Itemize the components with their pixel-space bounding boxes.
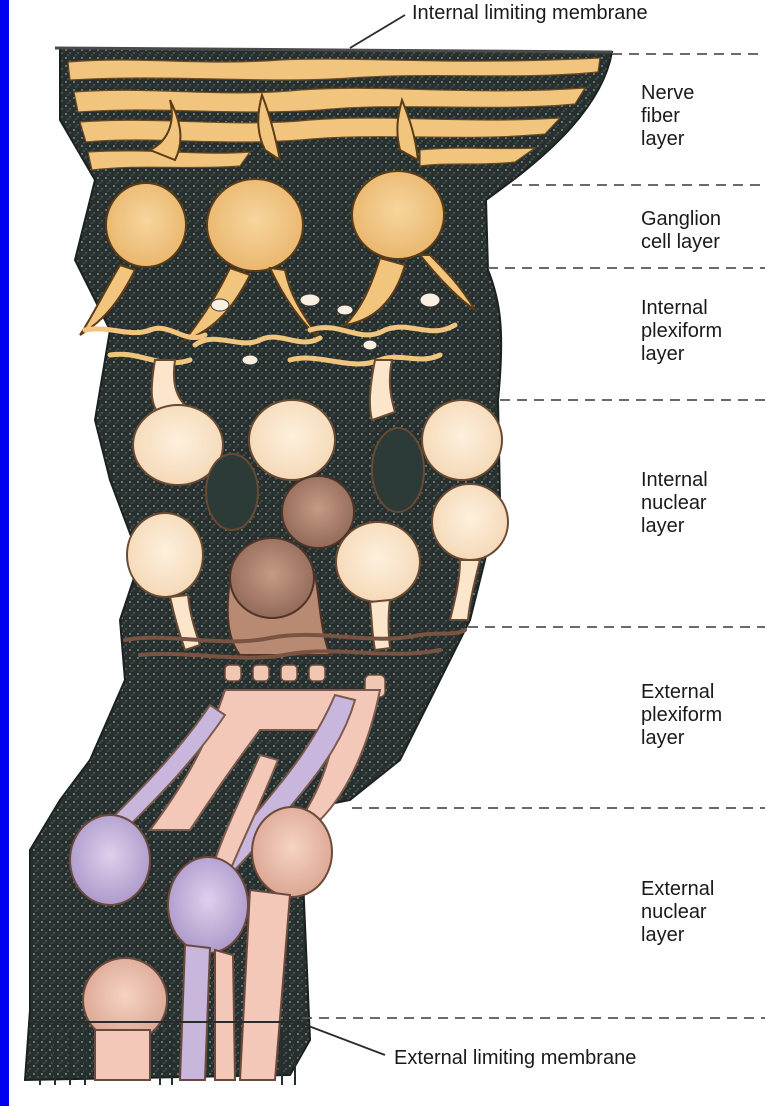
ganglion-cell-1 xyxy=(106,183,186,267)
top-leader-line xyxy=(350,15,405,48)
amacrine-cell-1 xyxy=(206,454,258,530)
bottom-leader-line xyxy=(298,1022,385,1055)
amacrine-cell-2 xyxy=(372,428,424,512)
rod-cell-2 xyxy=(168,857,248,953)
ganglion-cell-2 xyxy=(207,179,303,271)
layer-label-internal-plexiform: Internal plexiform layer xyxy=(641,297,722,366)
horizontal-cell-2 xyxy=(230,538,314,618)
internal-limiting-membrane-label: Internal limiting membrane xyxy=(412,2,648,25)
external-limiting-membrane-label: External limiting membrane xyxy=(394,1047,636,1070)
layer-label-nerve-fiber: Nerve fiber layer xyxy=(641,82,694,151)
cone-cell-1 xyxy=(252,807,332,897)
rod-cell-1 xyxy=(70,815,150,905)
horizontal-cell-1 xyxy=(282,476,354,548)
layer-label-internal-nuclear: Internal nuclear layer xyxy=(641,469,708,538)
bipolar-cell-5 xyxy=(336,522,420,602)
ganglion-cell-3 xyxy=(352,171,444,259)
layer-label-ganglion-cell: Ganglion cell layer xyxy=(641,208,721,254)
bipolar-cell-3 xyxy=(422,400,502,480)
bipolar-cell-6 xyxy=(432,484,508,560)
bipolar-cell-4 xyxy=(127,513,203,597)
layer-label-external-plexiform: External plexiform layer xyxy=(641,681,722,750)
layer-label-external-nuclear: External nuclear layer xyxy=(641,878,714,947)
bipolar-cell-2 xyxy=(249,400,335,480)
